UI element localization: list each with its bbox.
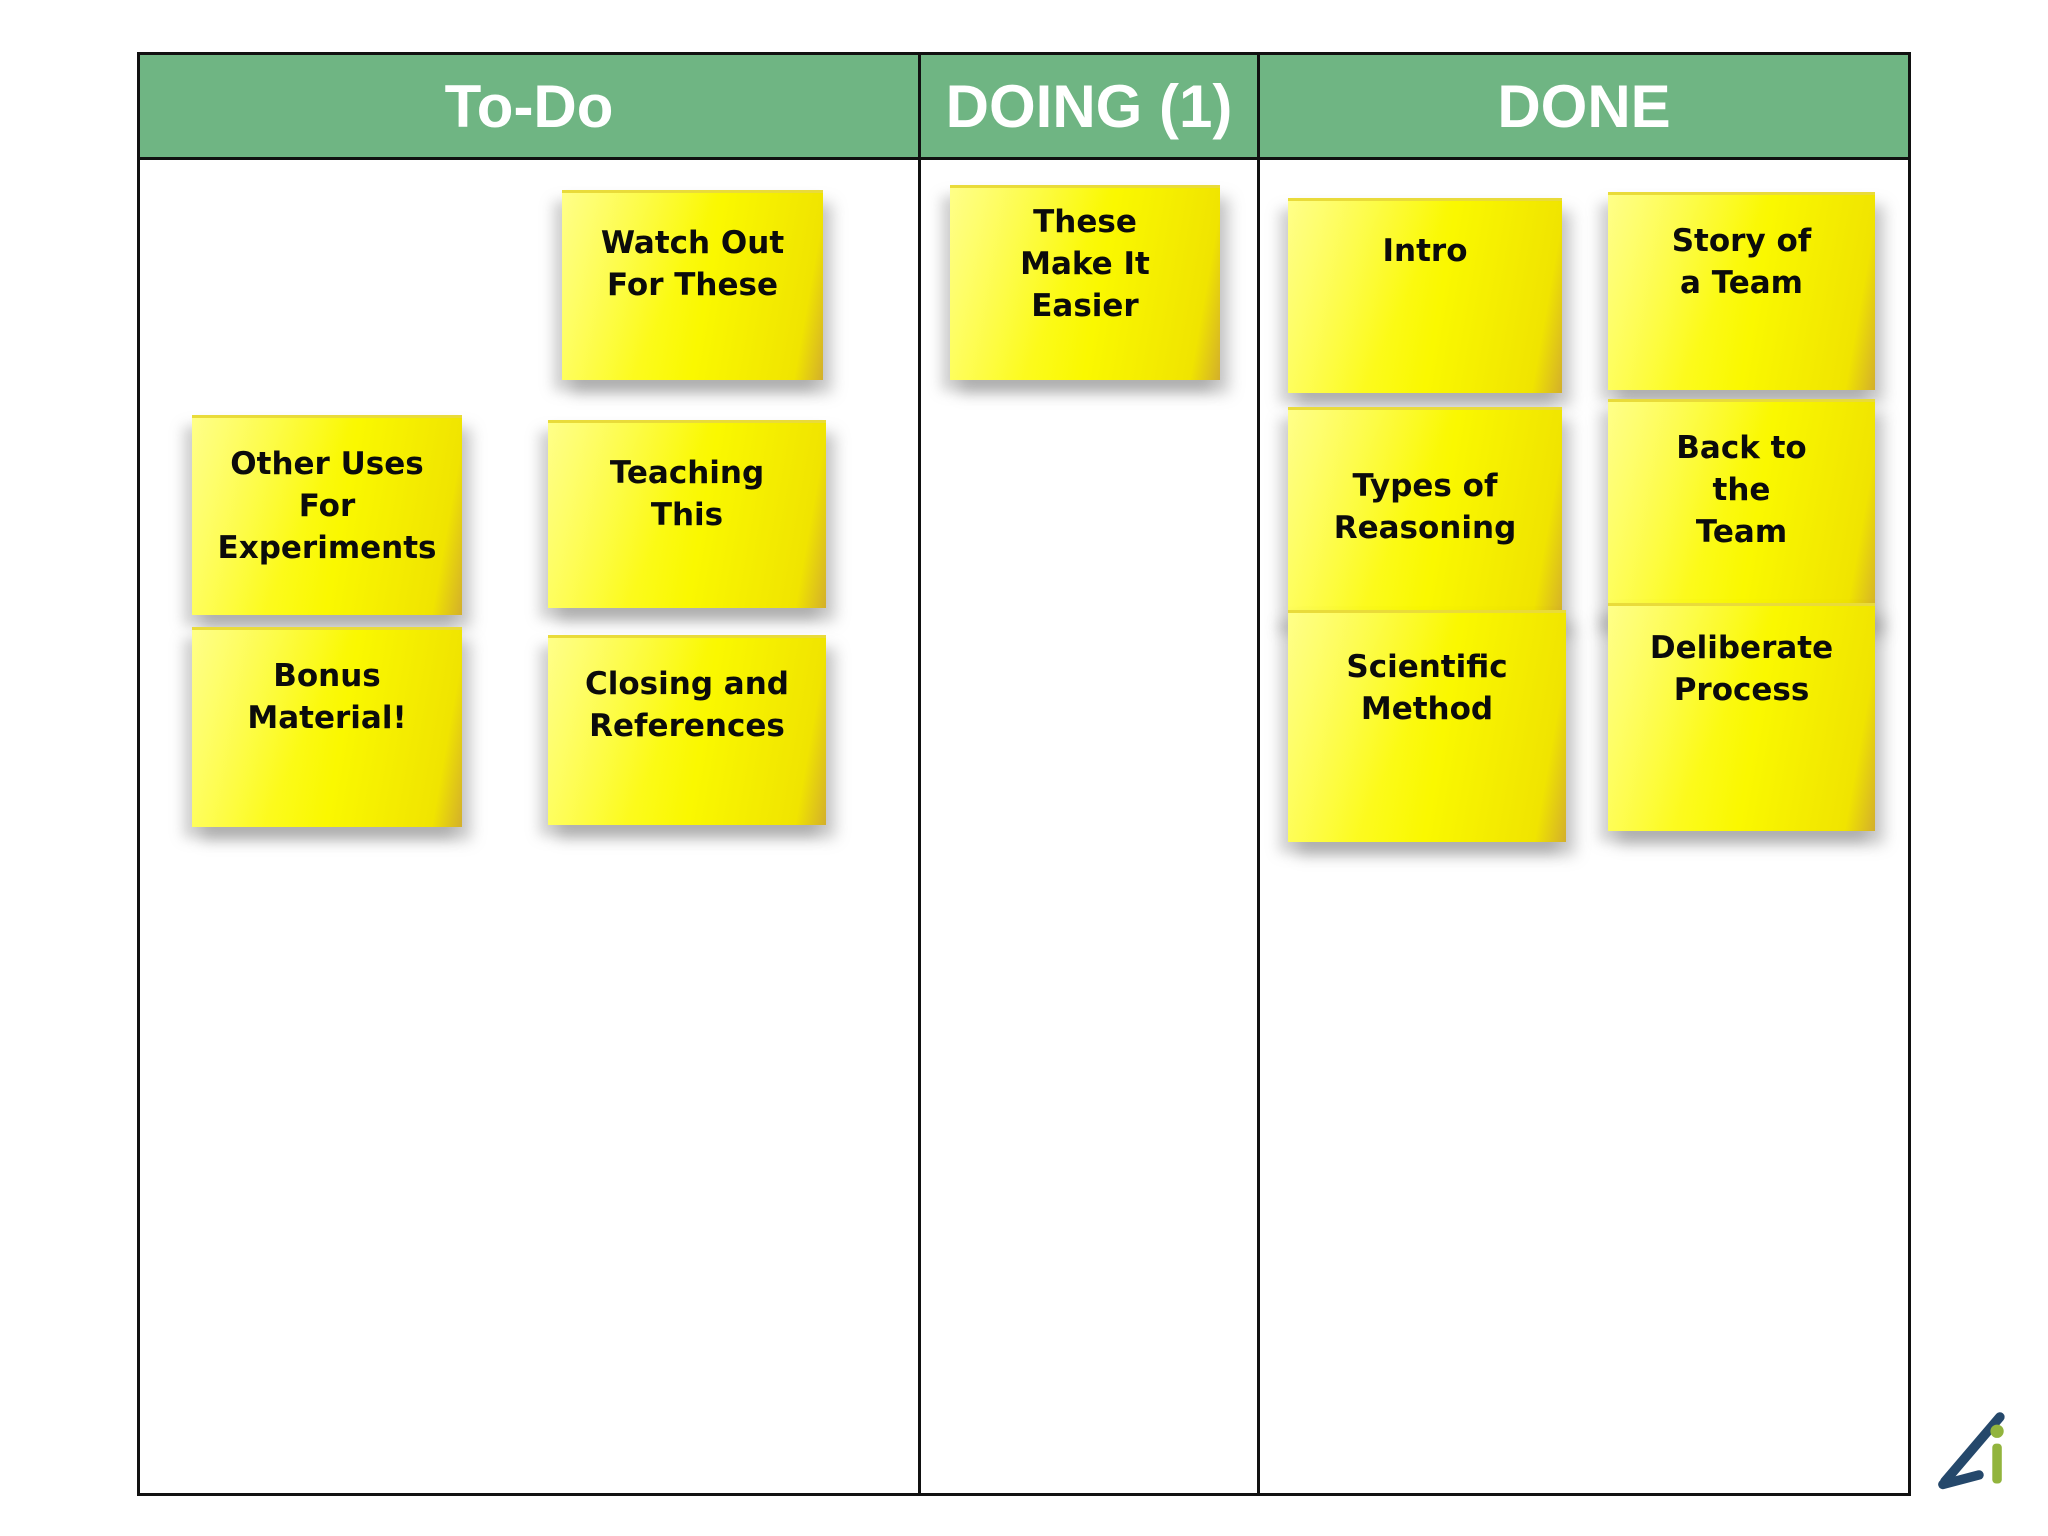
sticky-note-teaching-this[interactable]: Teaching This bbox=[548, 420, 826, 608]
sticky-note-text: These Make It Easier bbox=[1020, 204, 1150, 324]
sticky-note-closing-and-references[interactable]: Closing and References bbox=[548, 635, 826, 825]
column-header-doing: DOING (1) bbox=[921, 55, 1260, 157]
sticky-note-back-to-the-team[interactable]: Back to the Team bbox=[1608, 399, 1875, 623]
sticky-note-story-of-a-team[interactable]: Story of a Team bbox=[1608, 192, 1875, 390]
column-header-todo-label: To-Do bbox=[444, 72, 614, 140]
angle-arrow-icon bbox=[1938, 1412, 2005, 1490]
sticky-note-text: Other Uses For Experiments bbox=[217, 446, 437, 566]
column-header-todo: To-Do bbox=[140, 55, 921, 157]
sticky-note-text: Deliberate Process bbox=[1649, 630, 1834, 708]
sticky-note-text: Intro bbox=[1382, 233, 1468, 269]
sticky-note-text: Bonus Material! bbox=[247, 658, 407, 736]
sticky-note-watch-out-for-these[interactable]: Watch Out For These bbox=[562, 190, 823, 380]
sticky-note-bonus-material[interactable]: Bonus Material! bbox=[192, 627, 462, 827]
sticky-note-types-of-reasoning[interactable]: Types of Reasoning bbox=[1288, 407, 1562, 622]
sticky-note-text: Story of a Team bbox=[1671, 223, 1812, 301]
sticky-note-deliberate-process[interactable]: Deliberate Process bbox=[1608, 603, 1875, 831]
kanban-board: To-Do DOING (1) DONE Watch Out For These… bbox=[137, 52, 1911, 1496]
sticky-note-text: Closing and References bbox=[585, 666, 789, 744]
sticky-note-text: Scientific Method bbox=[1346, 649, 1508, 727]
board-header: To-Do DOING (1) DONE bbox=[140, 55, 1908, 160]
green-i-icon bbox=[1990, 1424, 2004, 1484]
column-header-done: DONE bbox=[1260, 55, 1908, 157]
sticky-note-other-uses-for-experiments[interactable]: Other Uses For Experiments bbox=[192, 415, 462, 615]
angle-i-logo bbox=[1938, 1412, 2005, 1490]
sticky-note-these-make-it-easier[interactable]: These Make It Easier bbox=[950, 185, 1220, 380]
sticky-note-text: Back to the Team bbox=[1676, 430, 1807, 550]
sticky-note-text: Watch Out For These bbox=[600, 225, 785, 303]
column-header-done-label: DONE bbox=[1497, 72, 1671, 140]
column-doing-area bbox=[921, 160, 1260, 1493]
sticky-note-intro[interactable]: Intro bbox=[1288, 198, 1562, 393]
sticky-note-text: Teaching This bbox=[609, 455, 765, 533]
sticky-note-text: Types of Reasoning bbox=[1333, 468, 1517, 546]
sticky-note-scientific-method[interactable]: Scientific Method bbox=[1288, 610, 1566, 842]
column-header-doing-label: DOING (1) bbox=[945, 72, 1233, 140]
